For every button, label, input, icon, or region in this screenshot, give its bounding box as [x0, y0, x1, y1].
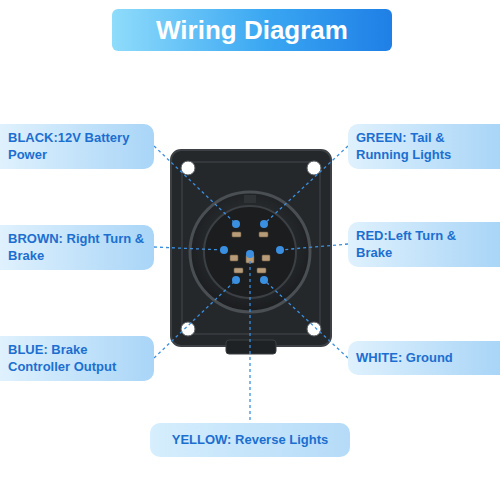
wire-label: BLUE: Brake Controller Output: [8, 342, 146, 375]
mounting-plate: [171, 150, 331, 346]
label-box: GREEN: Tail & Running Lights: [348, 124, 500, 169]
leader-lines: [154, 146, 348, 420]
label-box: RED:Left Turn & Brake: [348, 222, 500, 267]
wire-label: WHITE: Ground: [356, 350, 492, 366]
terminal: [234, 268, 243, 273]
terminal: [259, 232, 268, 237]
pin-dot: [232, 220, 240, 228]
mount-hole: [181, 161, 195, 175]
terminal: [232, 232, 241, 237]
mount-hole: [181, 322, 195, 336]
leader-line: [154, 146, 236, 224]
wire-label: YELLOW: Reverse Lights: [158, 432, 342, 448]
leader-line: [154, 280, 236, 358]
pin-dot: [260, 220, 268, 228]
leader-line: [249, 256, 250, 420]
bottom-tab: [226, 340, 276, 354]
pin-dot: [260, 276, 268, 284]
pin-dots: [220, 220, 284, 284]
leader-line: [154, 247, 224, 250]
leader-line: [264, 146, 348, 224]
leader-line: [280, 244, 348, 250]
terminal: [262, 255, 270, 261]
label-box: BLUE: Brake Controller Output: [0, 336, 154, 381]
leader-line: [264, 280, 348, 358]
mount-hole: [307, 322, 321, 336]
label-box: BROWN: Right Turn & Brake: [0, 225, 154, 270]
pin-dot: [276, 246, 284, 254]
label-box: YELLOW: Reverse Lights: [150, 423, 350, 457]
label-box: BLACK:12V Battery Power: [0, 124, 154, 169]
pin-dot: [220, 246, 228, 254]
pin-dot: [246, 250, 254, 258]
wire-label: RED:Left Turn & Brake: [356, 228, 492, 261]
terminal: [230, 255, 238, 261]
socket-face: [204, 206, 296, 298]
label-box: WHITE: Ground: [348, 341, 500, 375]
wire-label: BROWN: Right Turn & Brake: [8, 231, 146, 264]
title: Wiring Diagram: [156, 15, 348, 46]
mount-hole: [307, 161, 321, 175]
wire-label: BLACK:12V Battery Power: [8, 130, 146, 163]
terminals: [230, 232, 270, 273]
pin-dot: [232, 276, 240, 284]
key-notch: [244, 195, 256, 203]
title-bar: Wiring Diagram: [112, 9, 392, 51]
terminal: [257, 268, 266, 273]
wire-label: GREEN: Tail & Running Lights: [356, 130, 492, 163]
